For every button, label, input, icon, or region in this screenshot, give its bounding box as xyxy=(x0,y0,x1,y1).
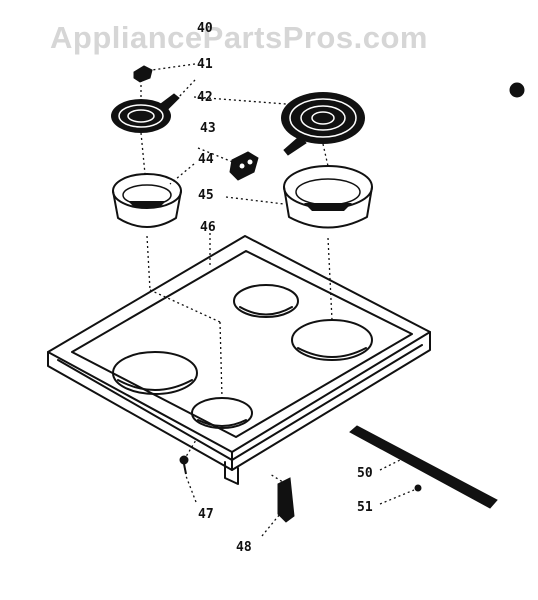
burner-opening-front-left xyxy=(112,351,198,395)
callout-51: 51 xyxy=(357,500,373,515)
part-50-trim-strip xyxy=(349,425,498,509)
part-40-knob xyxy=(133,65,153,83)
callout-labels: 40 41 42 43 44 45 46 47 48 50 51 xyxy=(197,21,373,555)
callout-48: 48 xyxy=(236,540,252,555)
ink-blot xyxy=(509,82,525,98)
callout-43: 43 xyxy=(200,121,216,136)
burner-opening-front-right xyxy=(191,397,253,429)
part-42-large-surface-element xyxy=(281,92,365,156)
callout-41: 41 xyxy=(197,57,213,72)
callout-40: 40 xyxy=(197,21,213,36)
callout-50: 50 xyxy=(357,466,373,481)
callout-45: 45 xyxy=(198,188,214,203)
callout-47: 47 xyxy=(198,507,214,522)
callout-44: 44 xyxy=(198,152,214,167)
assembly-guide-lines xyxy=(140,80,333,485)
part-45-large-drip-pan xyxy=(283,165,373,229)
burner-opening-back-left xyxy=(233,284,299,318)
part-44-small-drip-pan xyxy=(112,173,182,228)
part-51-screw xyxy=(414,484,422,492)
watermark-text: AppliancePartsPros.com xyxy=(50,20,428,55)
part-47-screw xyxy=(179,455,189,475)
part-43-terminal-block xyxy=(229,151,259,181)
callout-46: 46 xyxy=(200,220,216,235)
part-41-small-surface-element xyxy=(111,93,180,133)
callout-42: 42 xyxy=(197,90,213,105)
part-48-hinge-bracket xyxy=(277,477,295,523)
leader-lines xyxy=(151,63,415,537)
burner-opening-back-right xyxy=(291,319,373,361)
part-46-cooktop-frame xyxy=(47,235,431,485)
